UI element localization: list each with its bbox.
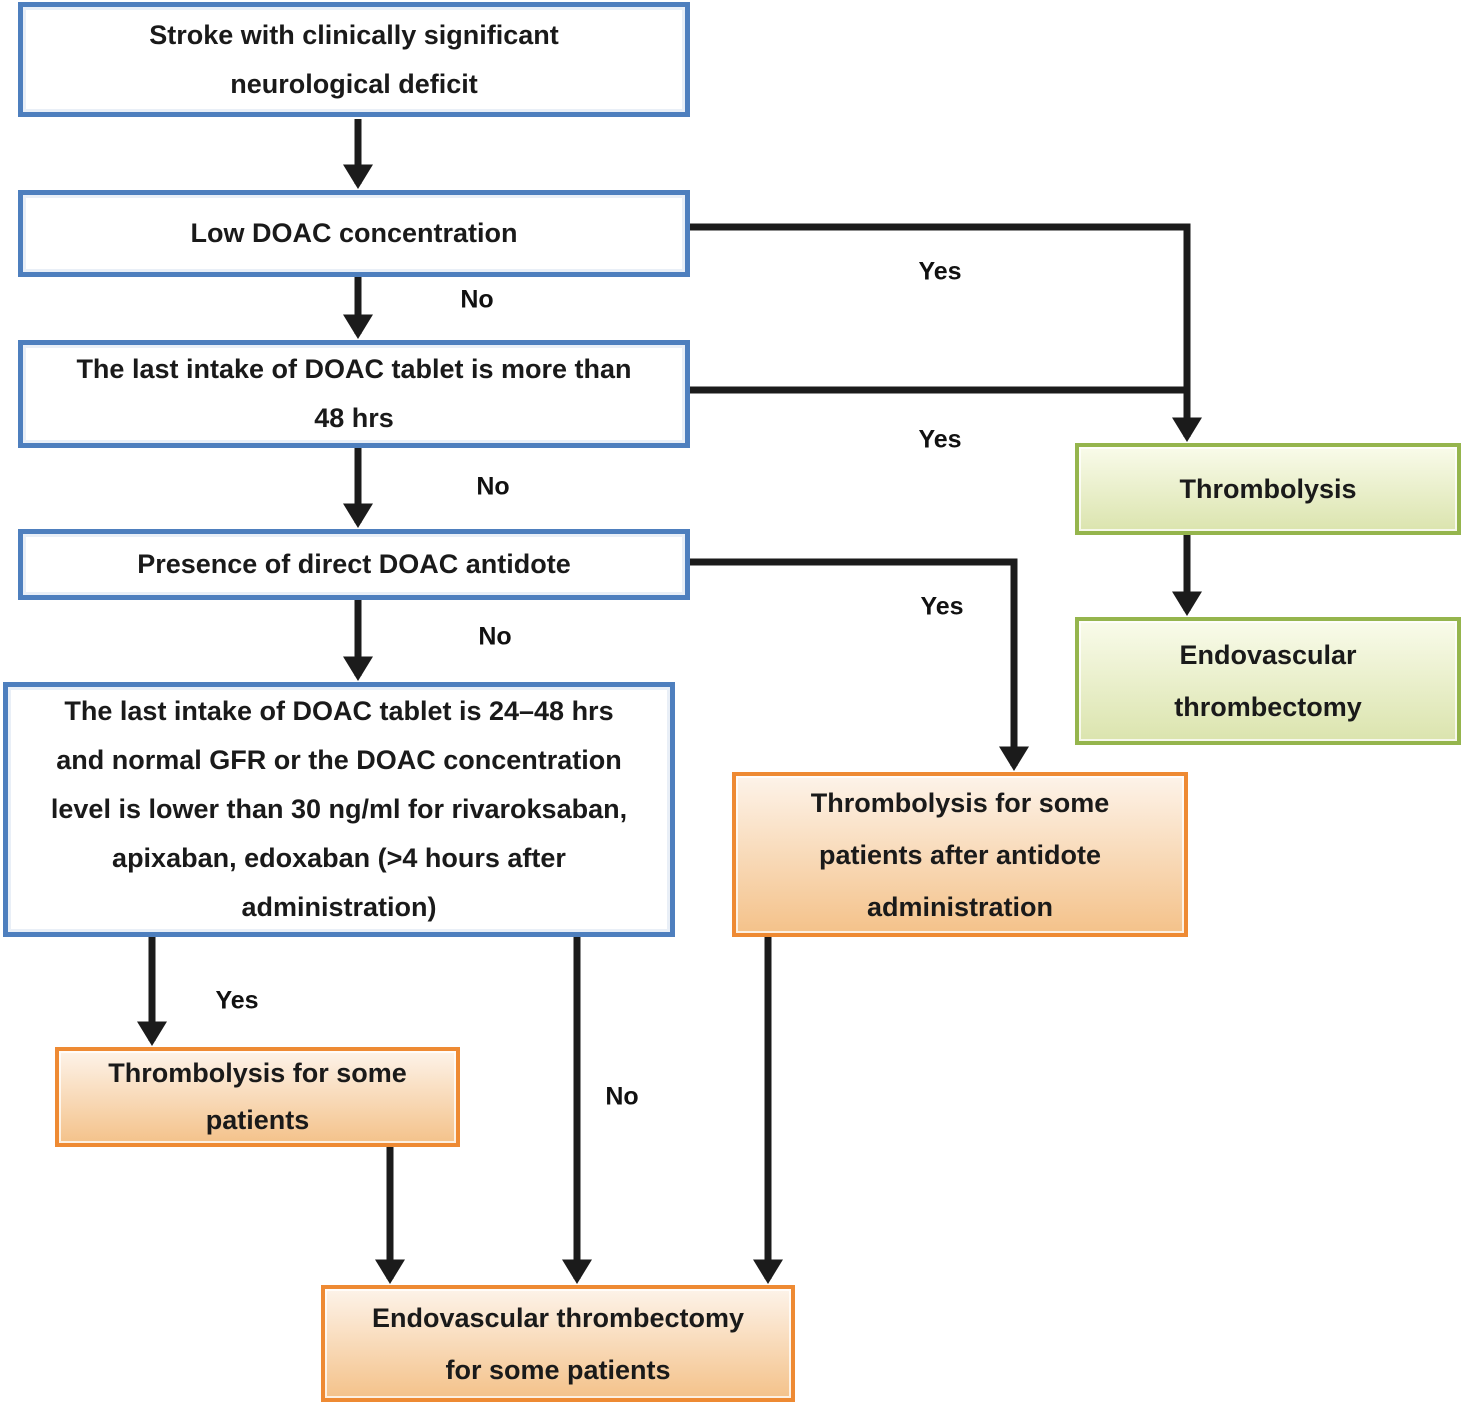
arrow-low-doac-yes-to-thrombolysis [690, 223, 1202, 442]
node-thrombolysis-label: Thrombolysis [1179, 474, 1357, 504]
node-last-intake-24-48hrs-label: The last intake of DOAC tablet is 24–48 … [50, 696, 628, 922]
node-thrombectomy-some-patients: Endovascular thrombectomy for some patie… [321, 1285, 795, 1402]
node-thrombectomy-some-patients-label: Endovascular thrombectomy for some patie… [371, 1302, 745, 1385]
arrow-antidote-yes-to-after-antidote [690, 558, 1029, 771]
edge-label-no-1: No [460, 285, 494, 314]
node-last-intake-48hrs: The last intake of DOAC tablet is more t… [18, 340, 690, 448]
node-last-intake-24-48hrs: The last intake of DOAC tablet is 24–48 … [3, 682, 675, 937]
edge-label-yes-4: Yes [215, 986, 259, 1015]
node-thrombolysis-some-patients-label: Thrombolysis for some patients [108, 1058, 407, 1135]
node-endovascular-thrombectomy: Endovascular thrombectomy [1075, 617, 1461, 745]
edge-label-no-2: No [476, 472, 510, 501]
edge-label-yes-2: Yes [918, 425, 962, 454]
node-low-doac-concentration: Low DOAC concentration [18, 190, 690, 277]
node-stroke-deficit-label: Stroke with clinically significant neuro… [149, 19, 559, 99]
node-thrombolysis-after-antidote: Thrombolysis for some patients after ant… [732, 772, 1188, 937]
node-last-intake-48hrs-label: The last intake of DOAC tablet is more t… [76, 354, 632, 433]
node-doac-antidote-presence-label: Presence of direct DOAC antidote [137, 549, 571, 579]
node-endovascular-thrombectomy-label: Endovascular thrombectomy [1174, 640, 1362, 722]
edge-label-yes-3: Yes [920, 592, 964, 621]
node-low-doac-concentration-label: Low DOAC concentration [190, 218, 518, 248]
node-thrombolysis-after-antidote-label: Thrombolysis for some patients after ant… [810, 787, 1110, 922]
node-stroke-deficit: Stroke with clinically significant neuro… [18, 2, 690, 117]
edge-label-no-4: No [605, 1082, 639, 1111]
edge-label-no-3: No [478, 622, 512, 651]
edge-label-yes-1: Yes [918, 257, 962, 286]
node-doac-antidote-presence: Presence of direct DOAC antidote [18, 529, 690, 600]
node-thrombolysis-some-patients: Thrombolysis for some patients [55, 1047, 460, 1147]
node-thrombolysis: Thrombolysis [1075, 443, 1461, 535]
